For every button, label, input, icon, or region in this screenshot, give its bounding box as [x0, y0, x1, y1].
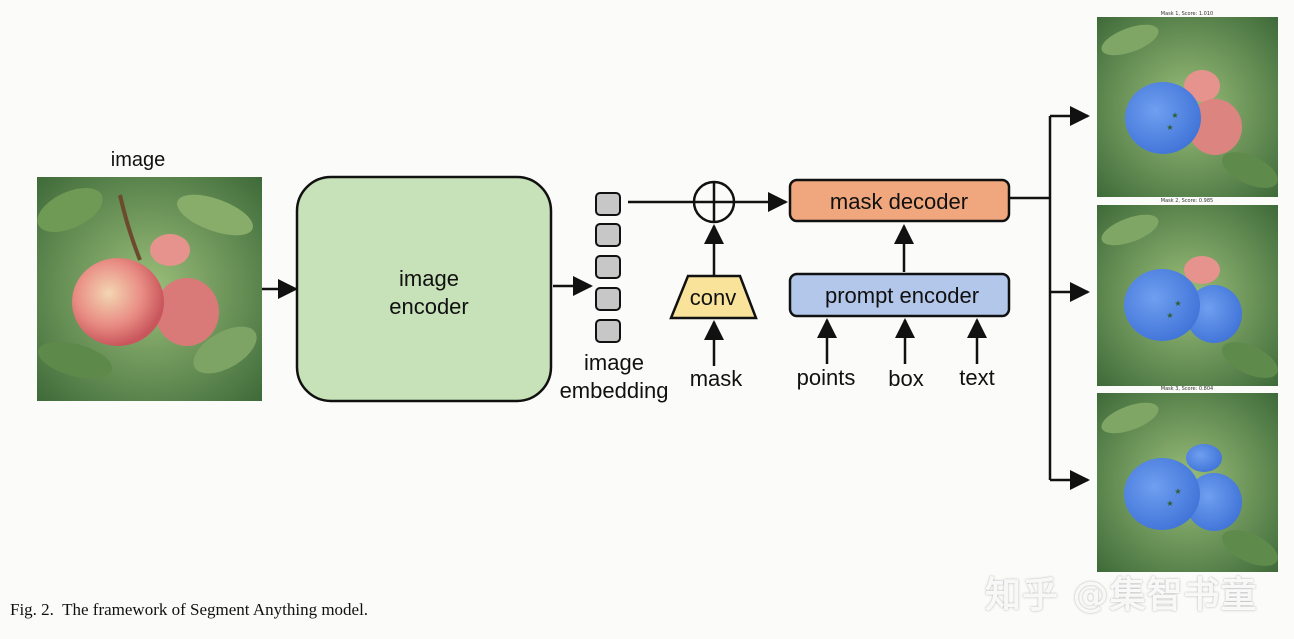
svg-text:★: ★ — [1174, 299, 1181, 308]
mask-input-label: mask — [690, 366, 744, 391]
image-embedding — [595, 192, 621, 343]
image-encoder-label-2: encoder — [389, 294, 469, 319]
conv-label: conv — [690, 285, 736, 310]
output-mask-2-title: Mask 2, Score: 0.985 — [1161, 198, 1213, 204]
figure-caption: Fig. 2. The framework of Segment Anythin… — [10, 600, 369, 619]
output-mask-1: Mask 1, Score: 1.010 ★ ★ — [1097, 11, 1278, 197]
mask-decoder-block — [788, 178, 1011, 223]
embedding-label-1: image — [584, 350, 644, 375]
sum-node — [692, 180, 736, 224]
watermark: 知乎 @集智书童 — [985, 575, 1258, 616]
prompt-input-points: points — [797, 365, 856, 390]
svg-text:★: ★ — [1166, 123, 1173, 132]
svg-text:★: ★ — [1166, 311, 1173, 320]
output-mask-1-title: Mask 1, Score: 1.010 — [1161, 11, 1213, 17]
output-mask-2: Mask 2, Score: 0.985 ★ ★ — [1097, 198, 1278, 386]
output-fanout — [1010, 106, 1090, 490]
output-mask-3-title: Mask 3, Score: 0.804 — [1161, 386, 1213, 392]
prompt-encoder-block — [788, 272, 1011, 318]
prompt-encoder-label: prompt encoder — [825, 283, 979, 308]
prompt-input-text: text — [959, 365, 994, 390]
input-image-label: image — [111, 149, 165, 171]
svg-text:★: ★ — [1174, 487, 1181, 496]
input-image — [37, 177, 262, 401]
image-encoder-block — [295, 175, 553, 403]
mask-decoder-label: mask decoder — [830, 189, 968, 214]
svg-text:★: ★ — [1171, 111, 1178, 120]
prompt-input-box: box — [888, 366, 923, 391]
conv-block — [669, 274, 758, 320]
svg-text:★: ★ — [1166, 499, 1173, 508]
embedding-label-2: embedding — [560, 378, 669, 403]
image-encoder-label-1: image — [399, 266, 459, 291]
output-mask-3: Mask 3, Score: 0.804 ★ ★ — [1097, 386, 1278, 572]
